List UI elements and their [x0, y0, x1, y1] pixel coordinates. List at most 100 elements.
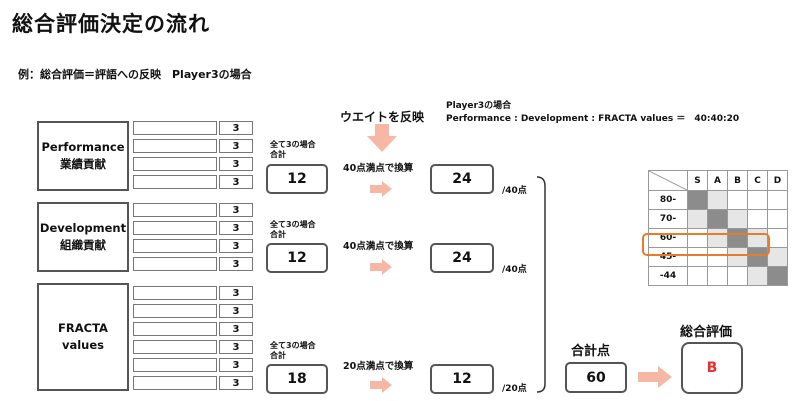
grade-cell: [687, 209, 708, 229]
criteria-cell: [133, 304, 217, 318]
score-cell: 3: [219, 157, 253, 171]
criteria-cell: [133, 358, 217, 372]
column-header: A: [707, 170, 728, 191]
criteria-cell: [133, 157, 217, 171]
category-subname: 組織貢献: [60, 238, 106, 252]
score-cell: 3: [219, 203, 253, 217]
page-title: 総合評価決定の流れ: [12, 12, 210, 36]
sum-box: 18: [266, 364, 328, 394]
grade-cell: [687, 266, 708, 286]
column-header: S: [687, 170, 708, 191]
grade-cell: [727, 209, 748, 229]
category-subname: 業績貢献: [60, 157, 106, 171]
table-row: 45-: [648, 247, 788, 267]
unit-label: /40点: [502, 186, 527, 196]
grade-cell: [747, 266, 768, 286]
right-arrow-icon: [370, 377, 392, 393]
score-cell: 3: [219, 358, 253, 372]
category-name: Development: [39, 221, 127, 235]
right-arrow-icon: [370, 181, 392, 197]
score-cell: 3: [219, 376, 253, 390]
grade-cell: [747, 247, 768, 267]
score-cell: 3: [219, 257, 253, 271]
grade-cell: [767, 228, 788, 248]
grade-cell: [707, 209, 728, 229]
row-header: -44: [648, 266, 688, 286]
row-header: 80-: [648, 190, 688, 210]
score-cell: 3: [219, 322, 253, 336]
criteria-cell: [133, 322, 217, 336]
down-arrow-icon: [367, 124, 397, 152]
criteria-cell: [133, 221, 217, 235]
criteria-cell: [133, 239, 217, 253]
criteria-cell: [133, 257, 217, 271]
column-header: C: [747, 170, 768, 191]
grade-cell: [727, 266, 748, 286]
right-arrow-icon: [638, 366, 672, 388]
score-cell: 3: [219, 340, 253, 354]
grade-cell: [747, 190, 768, 210]
category-fracta-values: FRACTA values: [37, 283, 129, 391]
score-cell: 3: [219, 139, 253, 153]
category-name: Performance: [41, 140, 125, 154]
criteria-cell: [133, 286, 217, 300]
player-formula: Performance : Development : FRACTA value…: [446, 114, 740, 124]
criteria-cell: [133, 121, 217, 135]
score-cell: 3: [219, 221, 253, 235]
criteria-cell: [133, 203, 217, 217]
column-header: D: [767, 170, 788, 191]
table-row: 80-: [648, 190, 788, 210]
category-performance: Performance 業績貢献: [37, 121, 129, 191]
example-label: 例：総合評価＝評語への反映 Player3の場合: [18, 68, 252, 81]
category-development: Development 組織貢献: [37, 202, 129, 272]
table-row: -44: [648, 266, 788, 286]
sum-box: 12: [266, 243, 328, 273]
grade-table-header: S A B C D: [648, 170, 788, 191]
grade-cell: [727, 247, 748, 267]
table-corner: [648, 170, 688, 191]
score-cell: 3: [219, 304, 253, 318]
grade-cell: [707, 266, 728, 286]
grade-cell: [767, 266, 788, 286]
grade-cell: [767, 190, 788, 210]
score-cell: 3: [219, 286, 253, 300]
total-box: 60: [565, 362, 627, 393]
table-row: 70-: [648, 209, 788, 229]
total-label: 合計点: [571, 344, 611, 359]
sum-label: 全て3の場合 合計: [270, 220, 316, 239]
criteria-cell: [133, 175, 217, 189]
converted-box: 24: [430, 164, 494, 194]
weight-label: ウエイトを反映: [340, 110, 425, 124]
grade-cell: [707, 190, 728, 210]
grade-cell: [767, 247, 788, 267]
conversion-label: 40点満点で換算: [343, 163, 414, 174]
score-cell: 3: [219, 121, 253, 135]
sum-label: 全て3の場合 合計: [270, 341, 316, 360]
grade-table: S A B C D 80- 70- 60- 45- -44: [648, 170, 788, 286]
grade-cell: [687, 190, 708, 210]
column-header: B: [727, 170, 748, 191]
sum-box: 12: [266, 164, 328, 194]
category-name: FRACTA values: [58, 321, 108, 352]
player-title: Player3の場合: [446, 101, 512, 111]
sum-bracket: [536, 176, 546, 393]
grade-value: B: [706, 360, 718, 376]
unit-label: /40点: [502, 265, 527, 275]
criteria-cell: [133, 340, 217, 354]
right-arrow-icon: [370, 259, 392, 275]
converted-box: 24: [430, 243, 494, 273]
unit-label: /20点: [502, 384, 527, 394]
score-cell: 3: [219, 175, 253, 189]
criteria-cell: [133, 376, 217, 390]
highlighted-row-outline: [642, 233, 770, 256]
conversion-label: 20点満点で換算: [343, 361, 414, 372]
score-cell: 3: [219, 239, 253, 253]
row-header: 70-: [648, 209, 688, 229]
evaluation-label: 総合評価: [680, 325, 733, 340]
sum-label: 全て3の場合 合計: [270, 140, 316, 159]
grade-cell: [747, 209, 768, 229]
grade-cell: [767, 209, 788, 229]
grade-cell: [727, 190, 748, 210]
criteria-cell: [133, 139, 217, 153]
evaluation-box: B: [681, 342, 743, 394]
